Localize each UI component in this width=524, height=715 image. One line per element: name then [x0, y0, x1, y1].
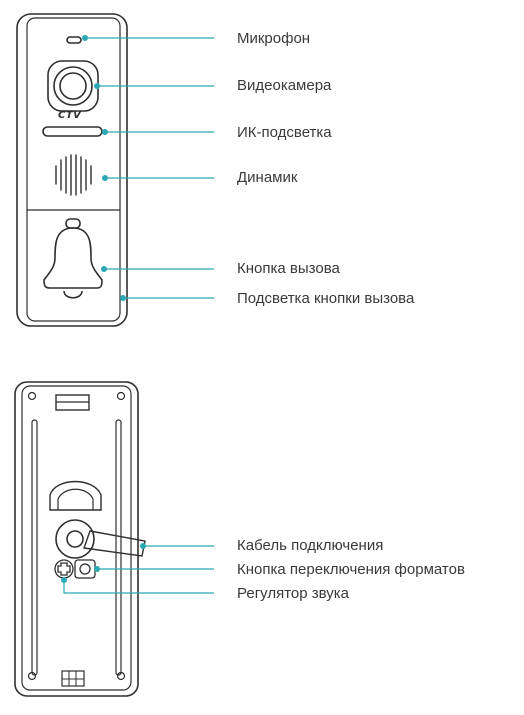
camera-lens-outer	[53, 66, 93, 106]
label-format-switch: Кнопка переключения форматов	[237, 561, 465, 578]
label-ir-light: ИК-подсветка	[237, 124, 332, 141]
back-device	[14, 381, 146, 697]
bell-icon	[43, 218, 103, 299]
ir-slot	[42, 126, 103, 137]
label-microphone: Микрофон	[237, 30, 311, 47]
label-call-button-light: Подсветка кнопки вызова	[237, 290, 415, 307]
back-outer-body	[14, 381, 139, 697]
back-inner-panel	[21, 385, 132, 691]
label-call-button: Кнопка вызова	[237, 260, 340, 277]
cable-grommet	[55, 519, 95, 559]
microphone-slot	[66, 36, 82, 44]
back-leaders	[61, 543, 214, 594]
front-device	[16, 13, 128, 327]
label-volume: Регулятор звука	[237, 585, 350, 602]
camera-lens-inner	[59, 72, 87, 100]
camera-housing	[47, 60, 99, 112]
label-speaker: Динамик	[237, 169, 298, 186]
brand-logo: CTV	[58, 110, 82, 121]
cable	[83, 530, 146, 557]
speaker-grille	[55, 154, 92, 196]
front-leaders	[82, 35, 214, 301]
format-switch	[74, 559, 96, 579]
front-outer-body	[16, 13, 128, 327]
label-cable: Кабель подключения	[237, 537, 384, 554]
label-camera: Видеокамера	[237, 77, 332, 94]
volume-knob	[54, 559, 74, 579]
cable-hole	[66, 530, 84, 548]
front-inner-panel	[26, 17, 121, 322]
